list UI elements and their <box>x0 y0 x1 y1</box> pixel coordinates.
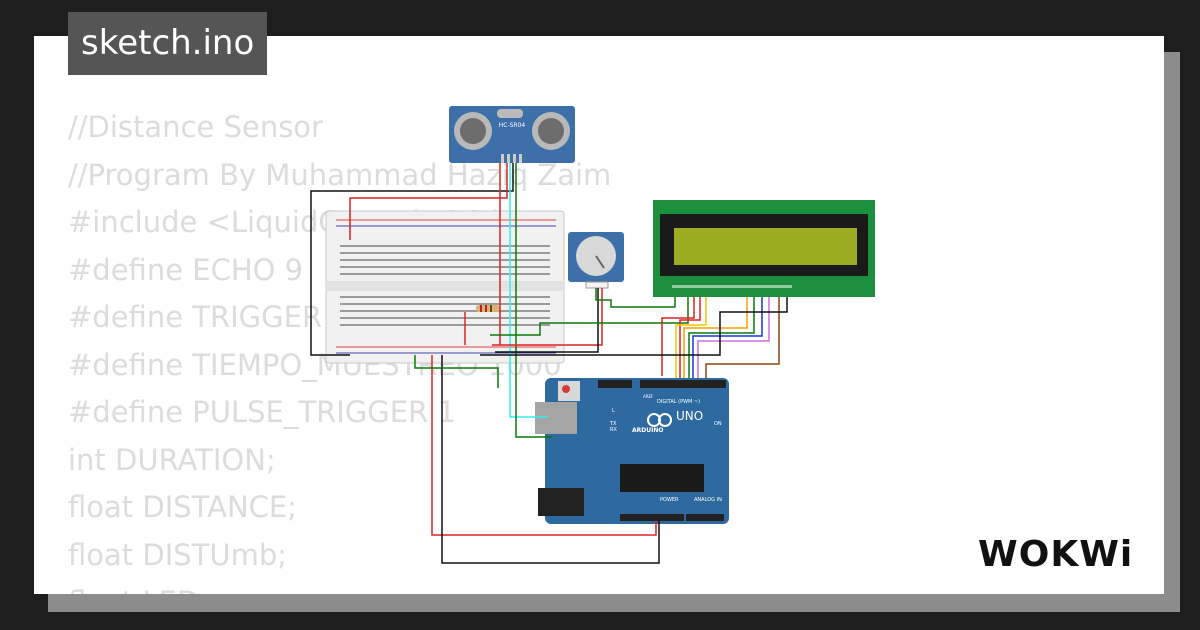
power-pins-label: POWER <box>660 497 679 503</box>
on-led-label: ON <box>714 421 722 427</box>
digital-pins-label: DIGITAL (PWM ~) <box>657 399 700 405</box>
code-line: int DURATION; <box>68 442 276 477</box>
wokwi-logo[interactable]: WOKWi <box>976 528 1148 578</box>
code-line: #define PULSE_TRIGGER 1 <box>68 395 456 429</box>
code-line: //Distance Sensor <box>68 110 323 144</box>
breadboard[interactable] <box>325 210 565 364</box>
arduino-uno[interactable]: UNO ARDUINO DIGITAL (PWM ~) POWER ANALOG… <box>535 378 729 524</box>
arduino-model: UNO <box>676 409 703 423</box>
code-line: float DISTANCE; <box>68 490 297 524</box>
code-line: #define ECHO 9 <box>68 252 304 287</box>
wokwi-logo-text: WOKWi <box>978 534 1133 575</box>
ultrasonic-sensor[interactable]: HC-SR04 <box>449 106 575 163</box>
wires <box>310 163 788 564</box>
sensor-label: HC-SR04 <box>499 122 526 129</box>
sketch-filename-tab: sketch.ino <box>68 12 268 75</box>
lcd-display[interactable] <box>653 200 875 297</box>
preview-card: //Distance Sensor //Program By Muhammad … <box>34 36 1164 594</box>
tx-led-label: TX <box>609 421 617 427</box>
potentiometer[interactable] <box>568 232 624 289</box>
arduino-brand: ARDUINO <box>632 427 663 434</box>
l-led-label: L <box>612 408 615 414</box>
aref-label: AREF <box>643 394 654 399</box>
code-preview: //Distance Sensor //Program By Muhammad … <box>68 104 611 594</box>
code-line: float DISTUmb; <box>68 537 288 572</box>
rx-led-label: RX <box>610 427 617 433</box>
analog-pins-label: ANALOG IN <box>694 497 722 503</box>
code-line: //Program By Muhammad Haziq Zaim <box>68 157 612 192</box>
code-line: float LED; <box>68 579 611 594</box>
resistor[interactable] <box>476 305 500 312</box>
